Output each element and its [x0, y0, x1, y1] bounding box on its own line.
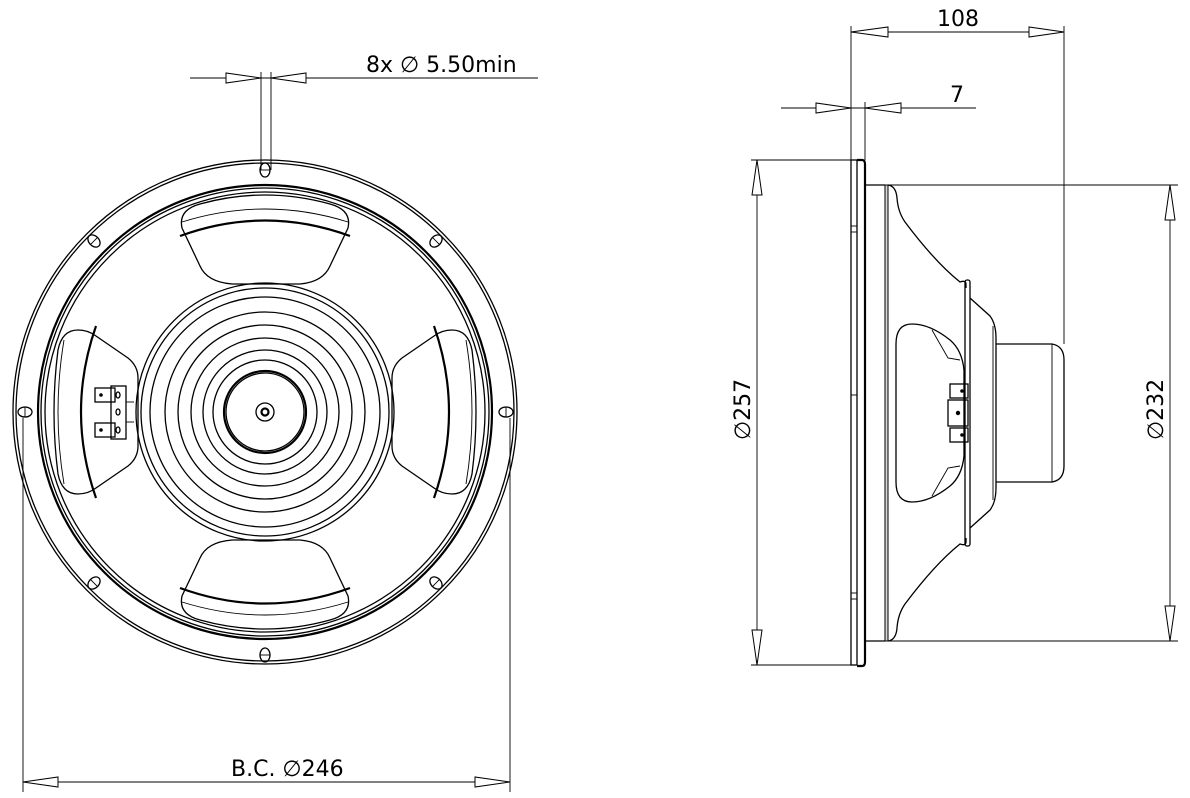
dimension-mounting-holes: 8x ∅ 5.50min [190, 53, 538, 170]
dimension-overall-depth: 108 [850, 7, 1065, 344]
mounting-hole-br [429, 576, 443, 590]
flange-thickness-label: 7 [950, 83, 964, 108]
mounting-holes-label: 8x ∅ 5.50min [366, 53, 517, 78]
front-view [12, 159, 518, 665]
outer-diameter-label: ∅257 [731, 379, 756, 440]
terminal-block [94, 385, 134, 440]
mounting-hole-left [17, 406, 33, 418]
mounting-hole-tl [87, 234, 101, 248]
baffle-diameter-label: ∅232 [1144, 379, 1169, 440]
mounting-hole-top [259, 162, 271, 178]
mounting-hole-bl [87, 576, 101, 590]
side-view [850, 158, 1065, 668]
basket-windows [53, 194, 477, 630]
bolt-circle-label: B.C. ∅246 [231, 757, 344, 782]
dimension-flange-thickness: 7 [781, 83, 976, 160]
mounting-holes [17, 162, 514, 663]
mounting-hole-bottom [259, 647, 271, 663]
overall-depth-label: 108 [937, 7, 979, 32]
magnet-assembly [135, 282, 395, 542]
dimension-outer-diameter: ∅257 [731, 159, 851, 666]
mounting-hole-tr [429, 234, 443, 248]
dimension-bolt-circle: B.C. ∅246 [22, 418, 511, 792]
mounting-hole-right [498, 406, 514, 418]
dimension-baffle-diameter: ∅232 [888, 184, 1178, 642]
